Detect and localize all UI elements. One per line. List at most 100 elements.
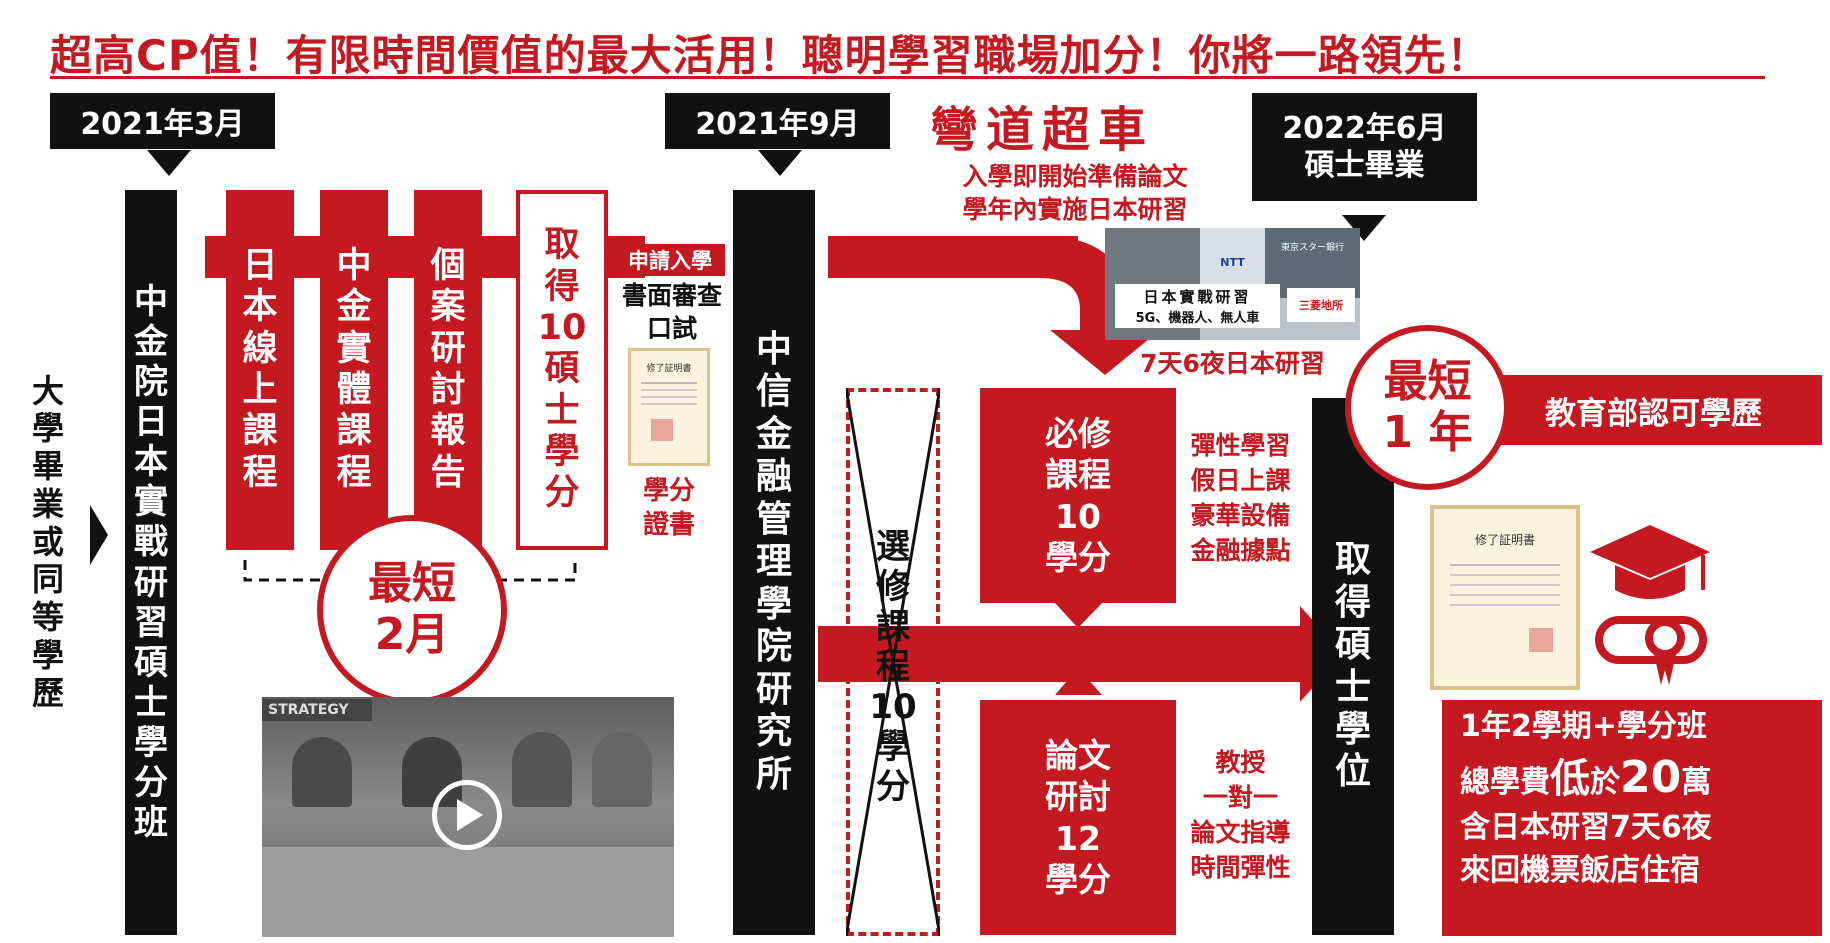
- date-start-pointer: [147, 150, 191, 176]
- min-two-months-badge: 最短 2月: [317, 515, 507, 705]
- cert-label-2: 證書: [642, 509, 695, 540]
- summary-box: 1年2學期+學分班 總學費低於20萬 含日本研習7天6夜 來回機票飯店住宿: [1442, 700, 1822, 936]
- required-notes: 彈性學習 假日上課 豪華設備 金融據點: [1178, 428, 1303, 568]
- japan-study-photo: NTT 東京スター銀行 日本實戰研習 5G、機器人、無人車 三菱地所: [1105, 228, 1360, 340]
- thesis-line1: 論文: [1045, 736, 1111, 775]
- electives-box: 選 修 課 程 10 學 分: [846, 388, 940, 936]
- institute-column: 中信金融管理學院研究所: [733, 190, 815, 935]
- vertical-char: 業: [31, 484, 64, 523]
- thesis-line3: 12: [1055, 818, 1101, 858]
- japan-study-label: 7天6夜日本研習: [1140, 349, 1325, 378]
- required-courses-box: 必修 課程 10 學分: [980, 388, 1176, 603]
- video-person: [512, 732, 572, 807]
- photo-caption: 日本實戰研習 5G、機器人、無人車: [1115, 284, 1280, 328]
- vertical-char: 取: [544, 225, 580, 266]
- summary-line1: 1年2學期+學分班: [1460, 709, 1707, 744]
- vertical-char: 理: [755, 541, 792, 583]
- vertical-char: 金: [755, 413, 792, 455]
- vertical-char: 分: [544, 473, 580, 514]
- curve-fill: [1000, 236, 1060, 278]
- thesis-note: 教授: [1215, 748, 1266, 777]
- vertical-char: 得: [1334, 581, 1371, 623]
- date-start: 2021年3月: [50, 93, 275, 149]
- required-note: 彈性學習: [1190, 431, 1291, 460]
- video-person: [292, 737, 352, 807]
- electives-char: 分: [876, 767, 910, 808]
- vertical-char: 習: [134, 602, 168, 643]
- left-label: 大學畢業或同等學歷: [22, 365, 74, 720]
- vertical-char: 分: [134, 763, 168, 804]
- thesis-note: 時間彈性: [1190, 853, 1291, 882]
- vertical-char: 學: [31, 635, 64, 674]
- vertical-char: 士: [134, 682, 168, 723]
- vertical-char: 大: [31, 371, 64, 410]
- vertical-char: 所: [755, 753, 792, 795]
- electives-cross: [846, 388, 940, 936]
- vertical-char: 日: [242, 246, 278, 287]
- cert-label-1: 學分: [642, 476, 695, 506]
- vertical-char: 融: [755, 456, 792, 498]
- vertical-char: 學: [134, 722, 168, 763]
- thesis-line4: 學分: [1045, 859, 1111, 899]
- credit-certificate-image: 修了証明書: [628, 348, 710, 466]
- date-mid: 2021年9月: [665, 93, 890, 149]
- summary-line2: 總學費低於20萬: [1460, 750, 1822, 805]
- vertical-char: 學: [755, 583, 792, 625]
- shortcut-line1: 入學即開始準備論文: [962, 162, 1188, 191]
- vertical-char: 體: [336, 370, 372, 410]
- logo-bank: 東京スター銀行: [1265, 228, 1360, 298]
- vertical-char: 研: [430, 328, 466, 369]
- down-chevron: [1055, 603, 1102, 628]
- vertical-char: 戰: [134, 522, 168, 563]
- vertical-char: 本: [134, 442, 168, 483]
- vertical-char: 等: [31, 598, 64, 637]
- vertical-char: 日: [134, 402, 168, 443]
- summary-line2-big1: 低: [1550, 755, 1590, 802]
- video-thumbnail[interactable]: STRATEGY: [262, 697, 674, 937]
- curve-flow: [1040, 236, 1160, 375]
- graduation-cap-icon: [1590, 525, 1710, 685]
- min-one-year-line2: 1 年: [1382, 406, 1473, 458]
- vertical-char: 歷: [31, 673, 64, 712]
- headline-rule: [50, 76, 1765, 79]
- required-line2: 課程: [1045, 455, 1111, 495]
- vertical-char: 管: [755, 498, 792, 540]
- vertical-char: 10: [537, 308, 587, 349]
- shortcut-desc: 入學即開始準備論文 學年內實施日本研習: [925, 160, 1225, 226]
- vertical-char: 位: [1334, 751, 1371, 793]
- required-note: 豪華設備: [1190, 501, 1291, 530]
- diploma-title: 修了証明書: [1474, 533, 1535, 547]
- left-arrow: [90, 505, 108, 565]
- play-icon[interactable]: [432, 780, 502, 850]
- vertical-char: 碩: [134, 642, 168, 683]
- vertical-char: 碩: [544, 349, 580, 390]
- vertical-char: 取: [1334, 539, 1371, 581]
- vertical-char: 研: [755, 668, 792, 710]
- vertical-char: 碩: [1334, 624, 1371, 666]
- date-grad: 2022年6月 碩士畢業: [1252, 93, 1477, 201]
- vertical-char: 個: [430, 246, 466, 287]
- vertical-char: 得: [544, 266, 580, 307]
- apply-review: 書面審查 口試: [612, 280, 732, 345]
- diploma-image: 修了証明書: [1430, 505, 1580, 690]
- vertical-char: 案: [430, 287, 466, 328]
- summary-line2-mid: 於: [1590, 764, 1620, 800]
- up-chevron: [1055, 668, 1102, 695]
- dashed-bracket: [243, 560, 577, 582]
- vertical-char: 院: [755, 626, 792, 668]
- required-line3: 10: [1055, 496, 1101, 536]
- shortcut-line2: 學年內實施日本研習: [962, 195, 1188, 224]
- vertical-char: 實: [336, 328, 372, 369]
- vertical-char: 班: [134, 803, 168, 844]
- vertical-char: 學: [31, 409, 64, 448]
- middle-flow-left: [818, 626, 848, 682]
- date-grad-line2: 碩士畢業: [1304, 148, 1425, 183]
- min-one-year-line1: 最短: [1383, 355, 1472, 407]
- vertical-char: 研: [134, 562, 168, 603]
- required-line4: 學分: [1045, 537, 1111, 577]
- vertical-char: 院: [134, 361, 168, 402]
- min-two-months-line2: 2月: [374, 609, 450, 660]
- min-one-year-badge: 最短 1 年: [1345, 325, 1510, 490]
- thesis-box: 論文 研討 12 學分: [980, 700, 1176, 935]
- required-note: 金融據點: [1190, 536, 1291, 565]
